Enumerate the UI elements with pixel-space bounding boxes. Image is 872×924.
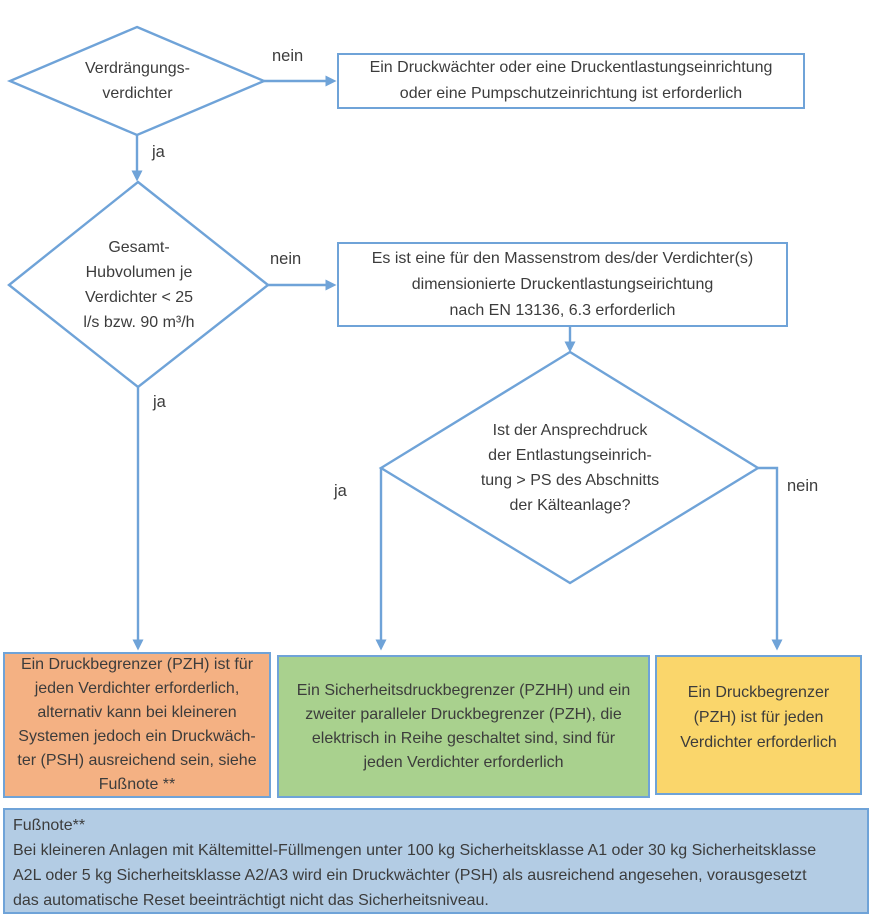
decision-swept-volume-label: Gesamt- Hubvolumen je Verdichter < 25 l/… — [83, 239, 195, 331]
box-pzhh-pzh-series: Ein Sicherheitsdruckbegrenzer (PZHH) und… — [277, 655, 650, 798]
edge-label-d3-ja: ja — [334, 482, 347, 500]
decision-set-pressure-shape — [378, 350, 761, 585]
edge-label-d1-ja: ja — [152, 143, 165, 161]
box-pzh-each-compressor: Ein Druckbegrenzer (PZH) ist für jeden V… — [655, 655, 862, 795]
edge-label-d2-nein: nein — [270, 250, 302, 268]
edge-label-d3-nein: nein — [787, 477, 819, 495]
box-pressure-switch-required: Ein Druckwächter oder eine Druckentlastu… — [337, 53, 805, 109]
edge-label-d1-nein: nein — [272, 47, 304, 65]
decision-set-pressure-label: Ist der Ansprechdruck der Entlastungsein… — [480, 422, 660, 514]
box-relief-device-required: Es ist eine für den Massenstrom des/der … — [337, 242, 788, 327]
box-pzh-alternative: Ein Druckbegrenzer (PZH) ist für jeden V… — [3, 652, 271, 798]
edge-label-d2-ja: ja — [153, 393, 166, 411]
decision-displacement-compressor-label: Verdrängungs- verdichter — [85, 60, 190, 102]
footnote-box: Fußnote** Bei kleineren Anlagen mit Kält… — [3, 808, 869, 914]
arrow-d3-nein — [758, 466, 783, 651]
